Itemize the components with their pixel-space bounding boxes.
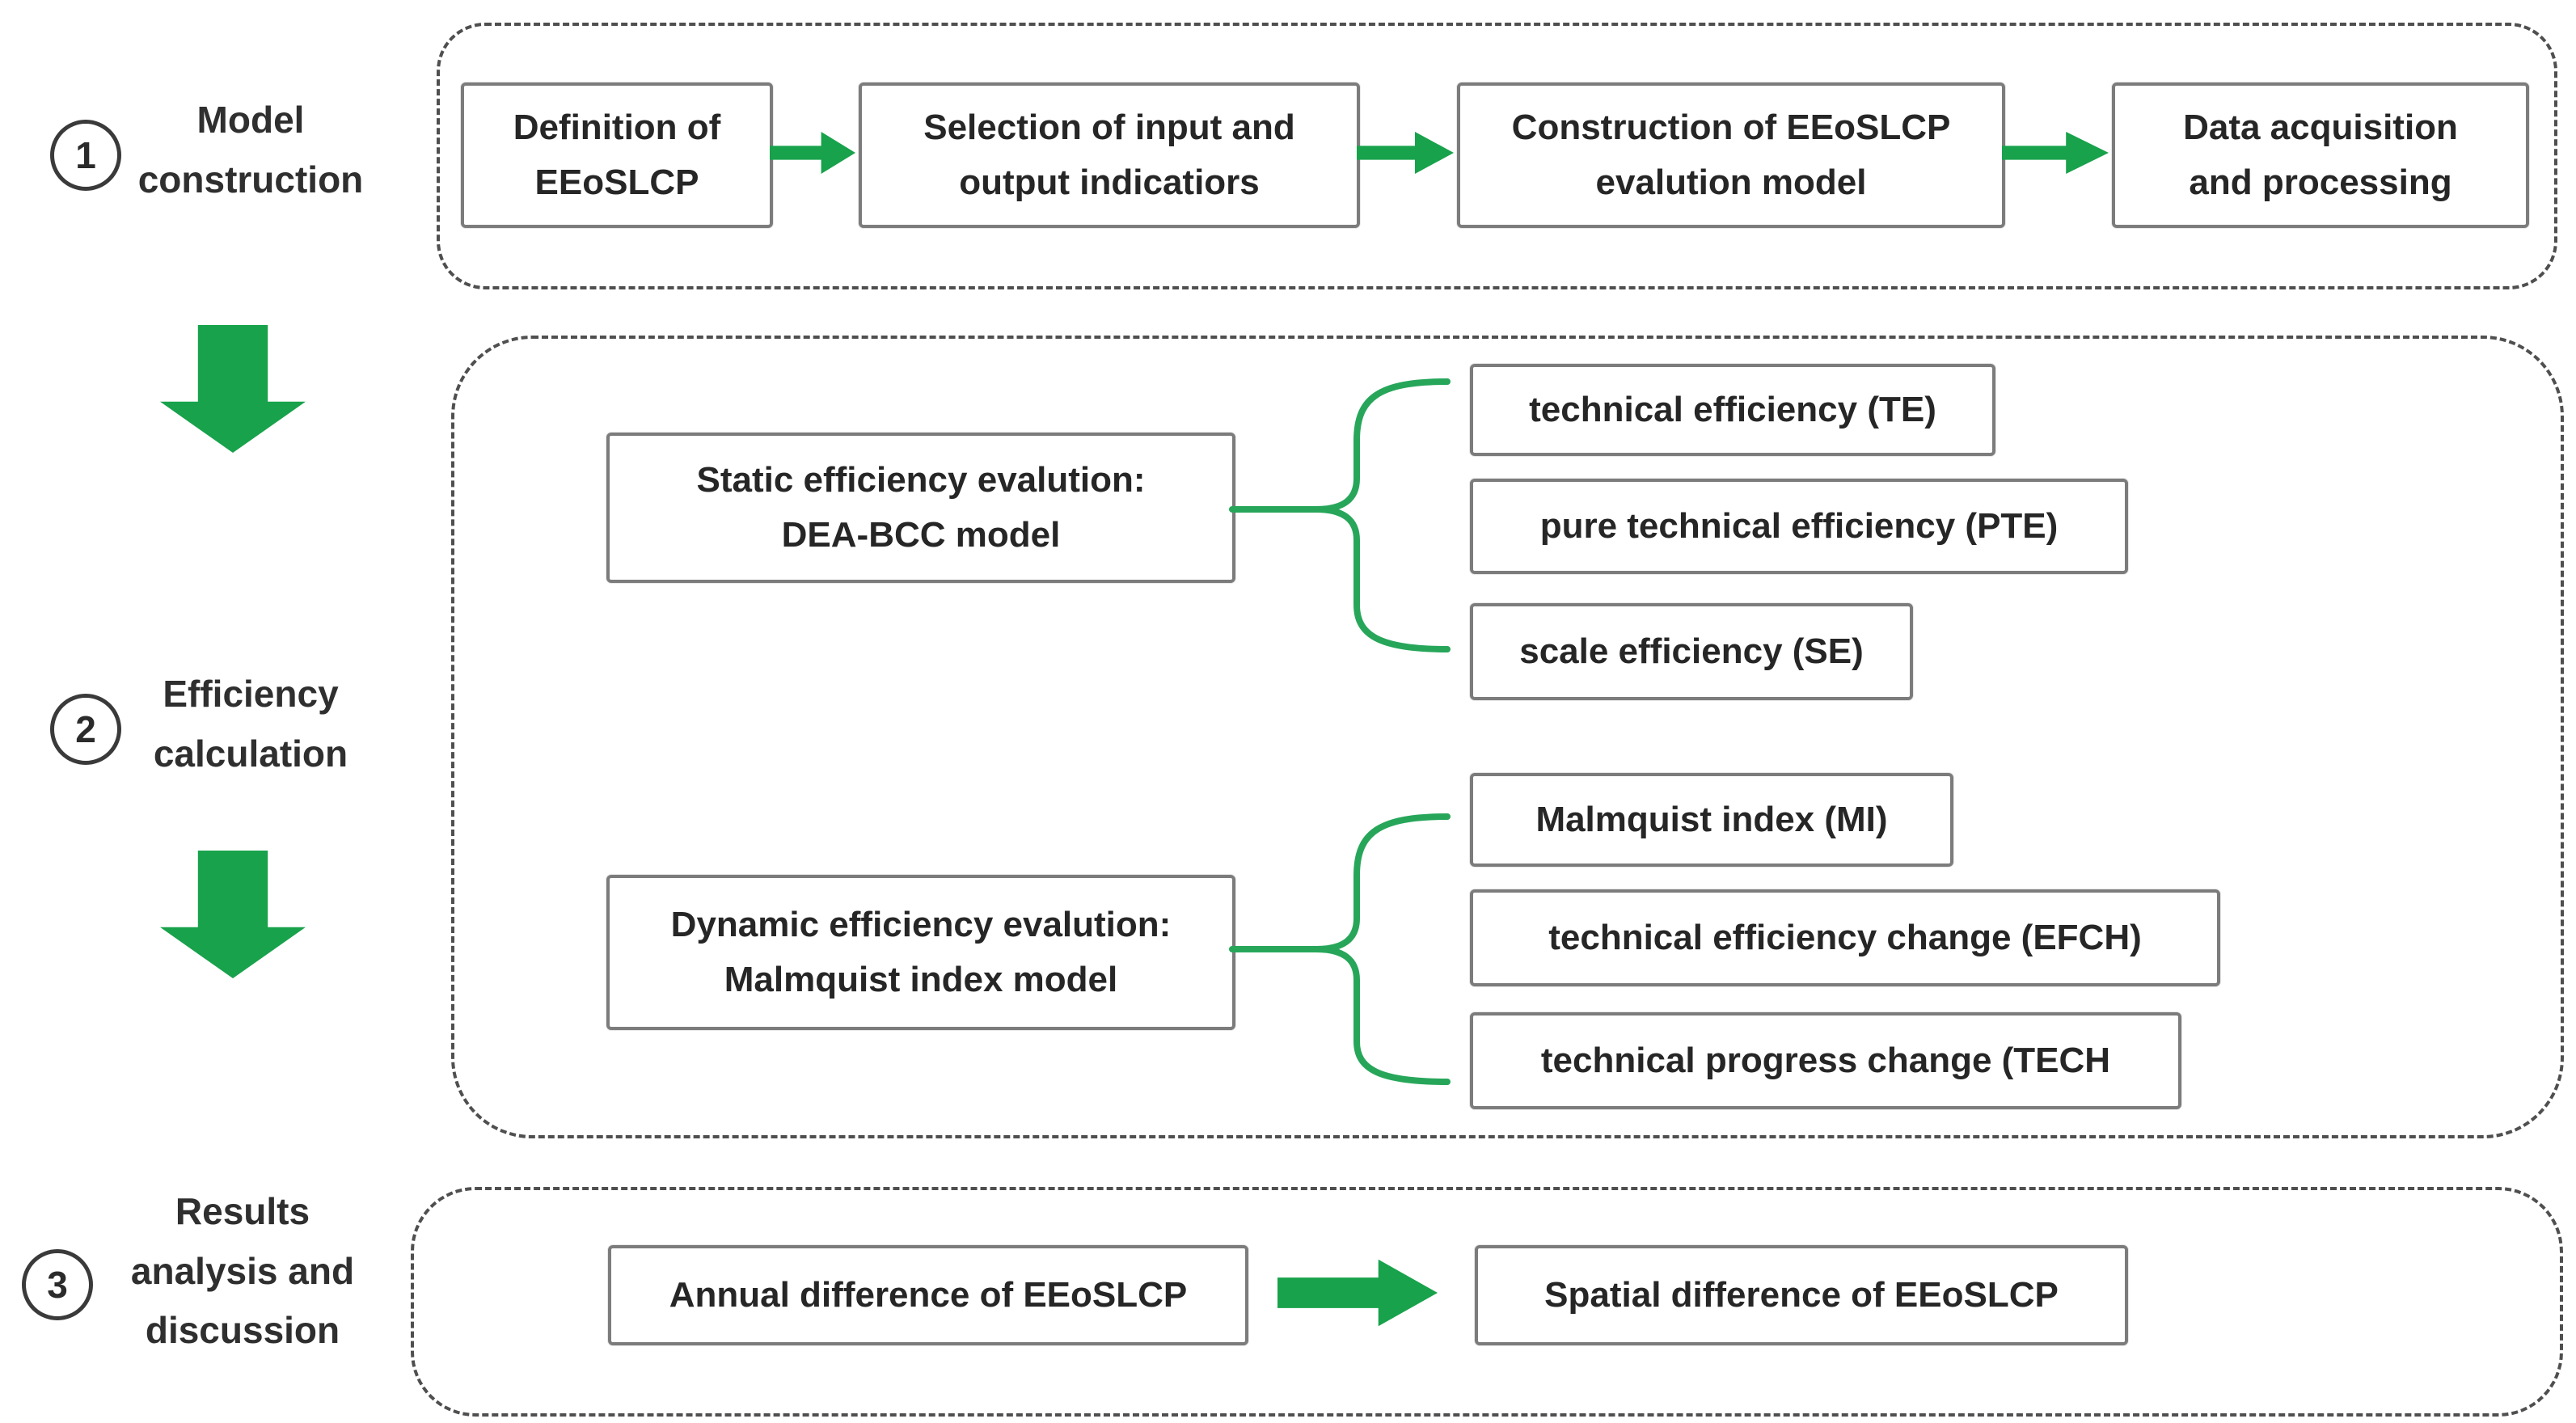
- box-progress-change: technical progress change (TECH: [1470, 1012, 2181, 1109]
- box-selection-line1: Selection of input and: [923, 107, 1295, 147]
- box-construction-line2: evalution model: [1595, 163, 1867, 202]
- box-definition-line1: Definition of: [513, 107, 721, 147]
- box-data-acquisition: Data acquisition and processing: [2112, 82, 2529, 228]
- stage-1-dashed-container: [437, 23, 2557, 289]
- box-annual-text: Annual difference of EEoSLCP: [669, 1274, 1188, 1315]
- box-static-line1: Static efficiency evalution:: [696, 459, 1146, 500]
- step-3-label-line1: Results: [175, 1190, 310, 1232]
- box-efch-text: technical efficiency change (EFCH): [1548, 917, 2142, 957]
- stage-2-dashed-container: [451, 336, 2564, 1138]
- box-data-line1: Data acquisition: [2183, 107, 2458, 147]
- box-scale-efficiency: scale efficiency (SE): [1470, 603, 1913, 700]
- box-definition-of-eeoslcp: Definition of EEoSLCP: [461, 82, 773, 228]
- step-3-label-line2: analysis and: [130, 1249, 355, 1292]
- step-1-badge: 1: [50, 120, 121, 191]
- box-spatial-text: Spatial difference of EEoSLCP: [1544, 1274, 2059, 1315]
- box-efficiency-change: technical efficiency change (EFCH): [1470, 889, 2220, 986]
- box-construction-of-model: Construction of EEoSLCP evalution model: [1457, 82, 2005, 228]
- step-2-label-line2: calculation: [153, 732, 348, 775]
- step-3-number: 3: [47, 1264, 68, 1306]
- box-data-line2: and processing: [2189, 163, 2452, 202]
- step-2-number: 2: [75, 708, 96, 750]
- box-pure-technical-efficiency: pure technical efficiency (PTE): [1470, 479, 2128, 574]
- step-2-label: Efficiency calculation: [121, 665, 380, 783]
- step-2-badge: 2: [50, 694, 121, 765]
- box-technical-efficiency: technical efficiency (TE): [1470, 364, 1995, 456]
- step-3-label-line3: discussion: [145, 1309, 340, 1352]
- box-selection-of-indicators: Selection of input and output indicatior…: [859, 82, 1360, 228]
- step-1-label-line1: Model: [196, 99, 305, 141]
- box-construction-line1: Construction of EEoSLCP: [1511, 107, 1951, 147]
- box-tech-text: technical progress change (TECH: [1540, 1040, 2111, 1080]
- box-se-text: scale efficiency (SE): [1519, 631, 1864, 671]
- box-mi-text: Malmquist index (MI): [1535, 799, 1888, 839]
- box-selection-line2: output indicatiors: [959, 163, 1260, 202]
- box-annual-difference: Annual difference of EEoSLCP: [608, 1245, 1248, 1345]
- box-dynamic-efficiency: Dynamic efficiency evalution: Malmquist …: [606, 875, 1235, 1030]
- step-2-label-line1: Efficiency: [163, 673, 339, 715]
- flow-down-arrow-1: [160, 325, 306, 453]
- box-malmquist-index: Malmquist index (MI): [1470, 773, 1953, 867]
- box-static-efficiency: Static efficiency evalution: DEA-BCC mod…: [606, 433, 1235, 583]
- flow-down-arrow-2: [160, 851, 306, 978]
- box-spatial-difference: Spatial difference of EEoSLCP: [1475, 1245, 2128, 1345]
- step-1-number: 1: [75, 134, 96, 176]
- step-3-badge: 3: [22, 1249, 93, 1320]
- box-definition-line2: EEoSLCP: [534, 163, 699, 202]
- box-pte-text: pure technical efficiency (PTE): [1539, 505, 2059, 546]
- step-1-label: Model construction: [121, 91, 380, 209]
- box-dynamic-line2: Malmquist index model: [724, 960, 1118, 999]
- stage-3-dashed-container: [411, 1187, 2563, 1417]
- step-3-label: Results analysis and discussion: [97, 1182, 388, 1361]
- box-dynamic-line1: Dynamic efficiency evalution:: [670, 904, 1172, 944]
- box-te-text: technical efficiency (TE): [1529, 389, 1936, 429]
- box-static-line2: DEA-BCC model: [781, 515, 1061, 555]
- step-1-label-line2: construction: [137, 158, 364, 201]
